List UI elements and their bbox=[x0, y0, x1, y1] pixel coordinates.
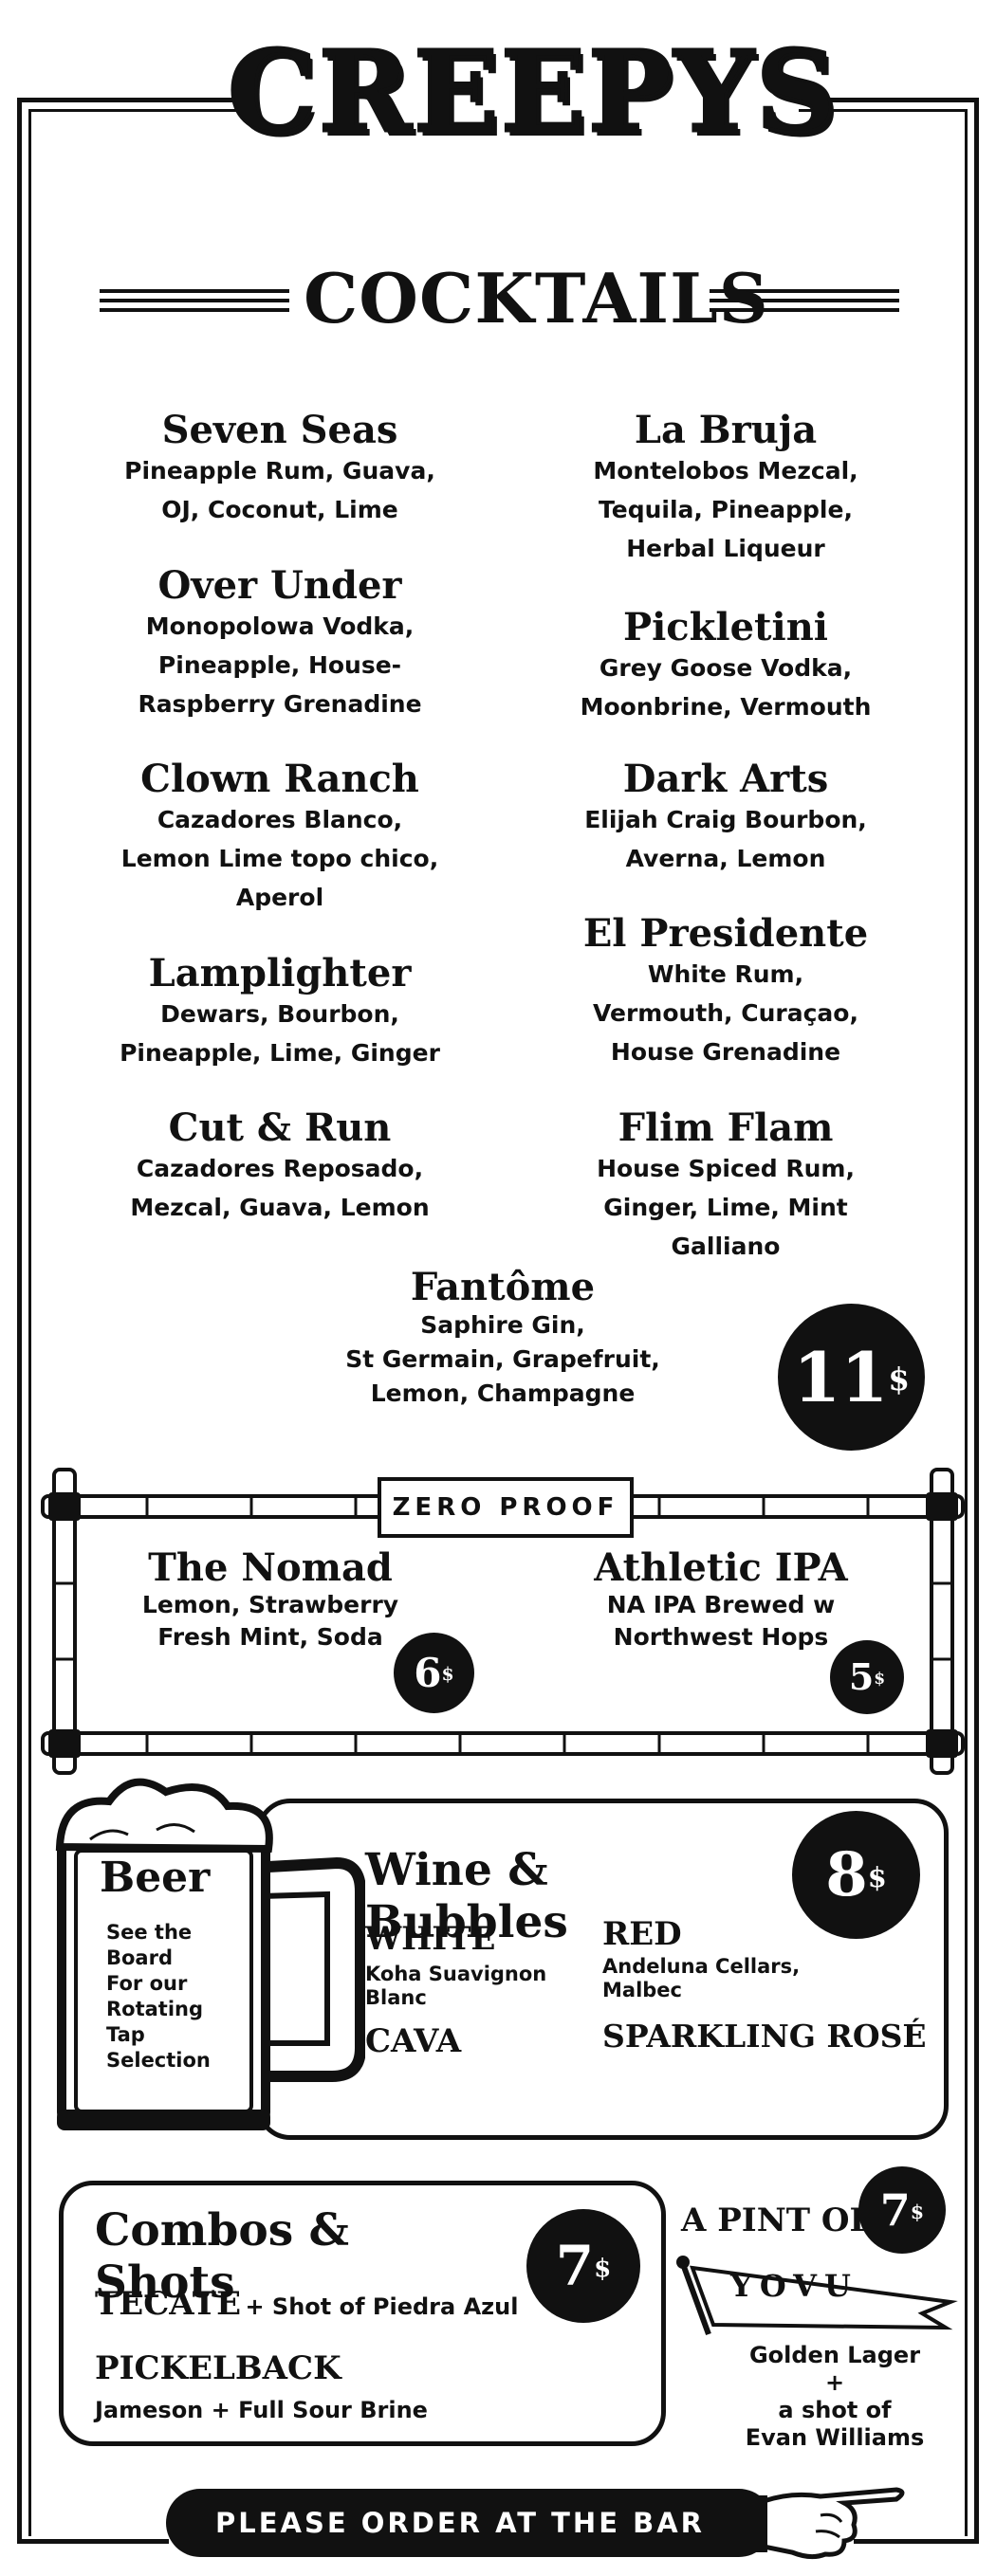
order-at-bar-text: PLEASE ORDER AT THE BAR bbox=[215, 2507, 705, 2539]
heading-rule-left-mid bbox=[100, 299, 289, 302]
cocktail-name: El Presidente bbox=[582, 911, 869, 956]
wine-red-label: RED bbox=[602, 1915, 682, 1953]
beer-title: Beer bbox=[100, 1854, 211, 1902]
cocktail-item: Over Under Monopolowa Vodka,Pineapple, H… bbox=[62, 565, 498, 723]
cocktail-ingredients: Cazadores Reposado,Mezcal, Guava, Lemon bbox=[130, 1155, 430, 1221]
brand-logo: CREEPYS bbox=[227, 25, 839, 159]
drink-name: Athletic IPA bbox=[594, 1545, 848, 1590]
pointing-hand-icon bbox=[754, 2487, 905, 2560]
cocktail-item: El Presidente White Rum,Vermouth, Curaça… bbox=[507, 913, 944, 1071]
combo-name: TECATE bbox=[95, 2285, 242, 2323]
combo-item: TECATE + Shot of Piedra Azul bbox=[95, 2285, 531, 2323]
heading-rule-right bbox=[710, 289, 899, 312]
heading-rule-left bbox=[100, 289, 289, 312]
cocktail-name: Seven Seas bbox=[161, 408, 398, 452]
beer-mug-icon bbox=[55, 1778, 365, 2130]
zero-proof-price-badge: 6$ bbox=[394, 1633, 474, 1713]
frame-left bbox=[17, 98, 22, 2544]
cocktail-ingredients: Cazadores Blanco,Lemon Lime topo chico,A… bbox=[120, 806, 439, 911]
frame-right bbox=[974, 98, 979, 2544]
cocktails-price-badge: 11$ bbox=[778, 1304, 925, 1451]
cocktail-item: Lamplighter Dewars, Bourbon,Pineapple, L… bbox=[62, 953, 498, 1072]
wine-price-badge: 8$ bbox=[792, 1811, 920, 1939]
pint-title: A PINT OF bbox=[681, 2201, 873, 2239]
cocktail-ingredients: Elijah Craig Bourbon,Averna, Lemon bbox=[584, 806, 867, 872]
combos-price-badge: 7$ bbox=[526, 2209, 640, 2323]
combos-title: Combos & Shots bbox=[95, 2204, 349, 2309]
zero-proof-price-badge: 5$ bbox=[830, 1640, 904, 1714]
cocktail-item: Dark Arts Elijah Craig Bourbon,Averna, L… bbox=[507, 758, 944, 878]
cocktail-name: La Bruja bbox=[634, 408, 818, 452]
cocktail-item: La Bruja Montelobos Mezcal,Tequila, Pine… bbox=[507, 410, 944, 568]
cocktail-name: Lamplighter bbox=[148, 951, 412, 996]
cocktail-ingredients: Monopolowa Vodka,Pineapple, House-Raspbe… bbox=[138, 612, 422, 718]
cocktail-ingredients: Pineapple Rum, Guava,OJ, Coconut, Lime bbox=[124, 457, 435, 523]
frame-top-right-inner bbox=[799, 109, 968, 112]
cocktail-name: Fantôme bbox=[410, 1265, 596, 1309]
cocktail-ingredients: Saphire Gin,St Germain, Grapefruit,Lemon… bbox=[345, 1311, 660, 1407]
drink-name: The Nomad bbox=[148, 1545, 393, 1590]
heading-rule-right-mid bbox=[710, 299, 899, 302]
order-at-bar-banner bbox=[166, 2489, 773, 2557]
cocktail-item: Clown Ranch Cazadores Blanco,Lemon Lime … bbox=[62, 758, 498, 917]
frame-top-left-inner bbox=[28, 109, 243, 112]
cocktails-heading: COCKTAILS bbox=[304, 258, 769, 338]
frame-left-inner bbox=[28, 109, 31, 2536]
pint-flag-letters: YOVU bbox=[730, 2268, 858, 2304]
cocktail-name: Pickletini bbox=[623, 605, 828, 649]
wine-title: Wine & Bubbles bbox=[365, 1844, 568, 1948]
cocktail-name: Cut & Run bbox=[168, 1105, 392, 1150]
cocktail-item: Flim Flam House Spiced Rum,Ginger, Lime,… bbox=[507, 1107, 944, 1266]
cocktail-name: Dark Arts bbox=[622, 757, 829, 801]
cocktail-name: Over Under bbox=[157, 563, 402, 608]
zero-proof-label: ZERO PROOF bbox=[378, 1477, 634, 1538]
combo-description: Jameson + Full Sour Brine bbox=[95, 2397, 428, 2423]
wine-red-description: Andeluna Cellars,Malbec bbox=[602, 1955, 801, 2001]
cocktail-ingredients: Dewars, Bourbon,Pineapple, Lime, Ginger bbox=[120, 1000, 440, 1067]
cocktail-name: Flim Flam bbox=[618, 1105, 834, 1150]
frame-right-inner bbox=[965, 109, 968, 2536]
cocktail-item: Seven Seas Pineapple Rum, Guava,OJ, Coco… bbox=[62, 410, 498, 529]
frame-top-right bbox=[799, 98, 979, 102]
cocktail-ingredients: White Rum,Vermouth, Curaçao,House Grenad… bbox=[593, 960, 858, 1066]
cocktail-item: Pickletini Grey Goose Vodka,Moonbrine, V… bbox=[507, 607, 944, 726]
cocktail-ingredients: Grey Goose Vodka,Moonbrine, Vermouth bbox=[580, 654, 872, 721]
cocktail-name: Clown Ranch bbox=[140, 757, 419, 801]
wine-sparkling-label: SPARKLING ROSÉ bbox=[602, 2018, 927, 2055]
frame-top-left bbox=[17, 98, 243, 102]
pennant-flag-icon bbox=[676, 2256, 958, 2336]
cocktail-item: Cut & Run Cazadores Reposado,Mezcal, Gua… bbox=[62, 1107, 498, 1227]
combo-description: + Shot of Piedra Azul bbox=[245, 2293, 519, 2320]
cocktail-ingredients: Montelobos Mezcal,Tequila, Pineapple,Her… bbox=[593, 457, 858, 562]
wine-cava-label: CAVA bbox=[365, 2022, 462, 2060]
combo-name: PICKELBACK bbox=[95, 2349, 341, 2387]
wine-white-label: WHITE bbox=[365, 1920, 496, 1958]
frame-bottom-right bbox=[854, 2539, 979, 2544]
frame-bottom-left bbox=[17, 2539, 169, 2544]
pint-price-badge: 7$ bbox=[858, 2166, 946, 2254]
combos-box bbox=[59, 2181, 666, 2446]
cocktail-item: Fantôme Saphire Gin,St Germain, Grapefru… bbox=[285, 1267, 721, 1411]
